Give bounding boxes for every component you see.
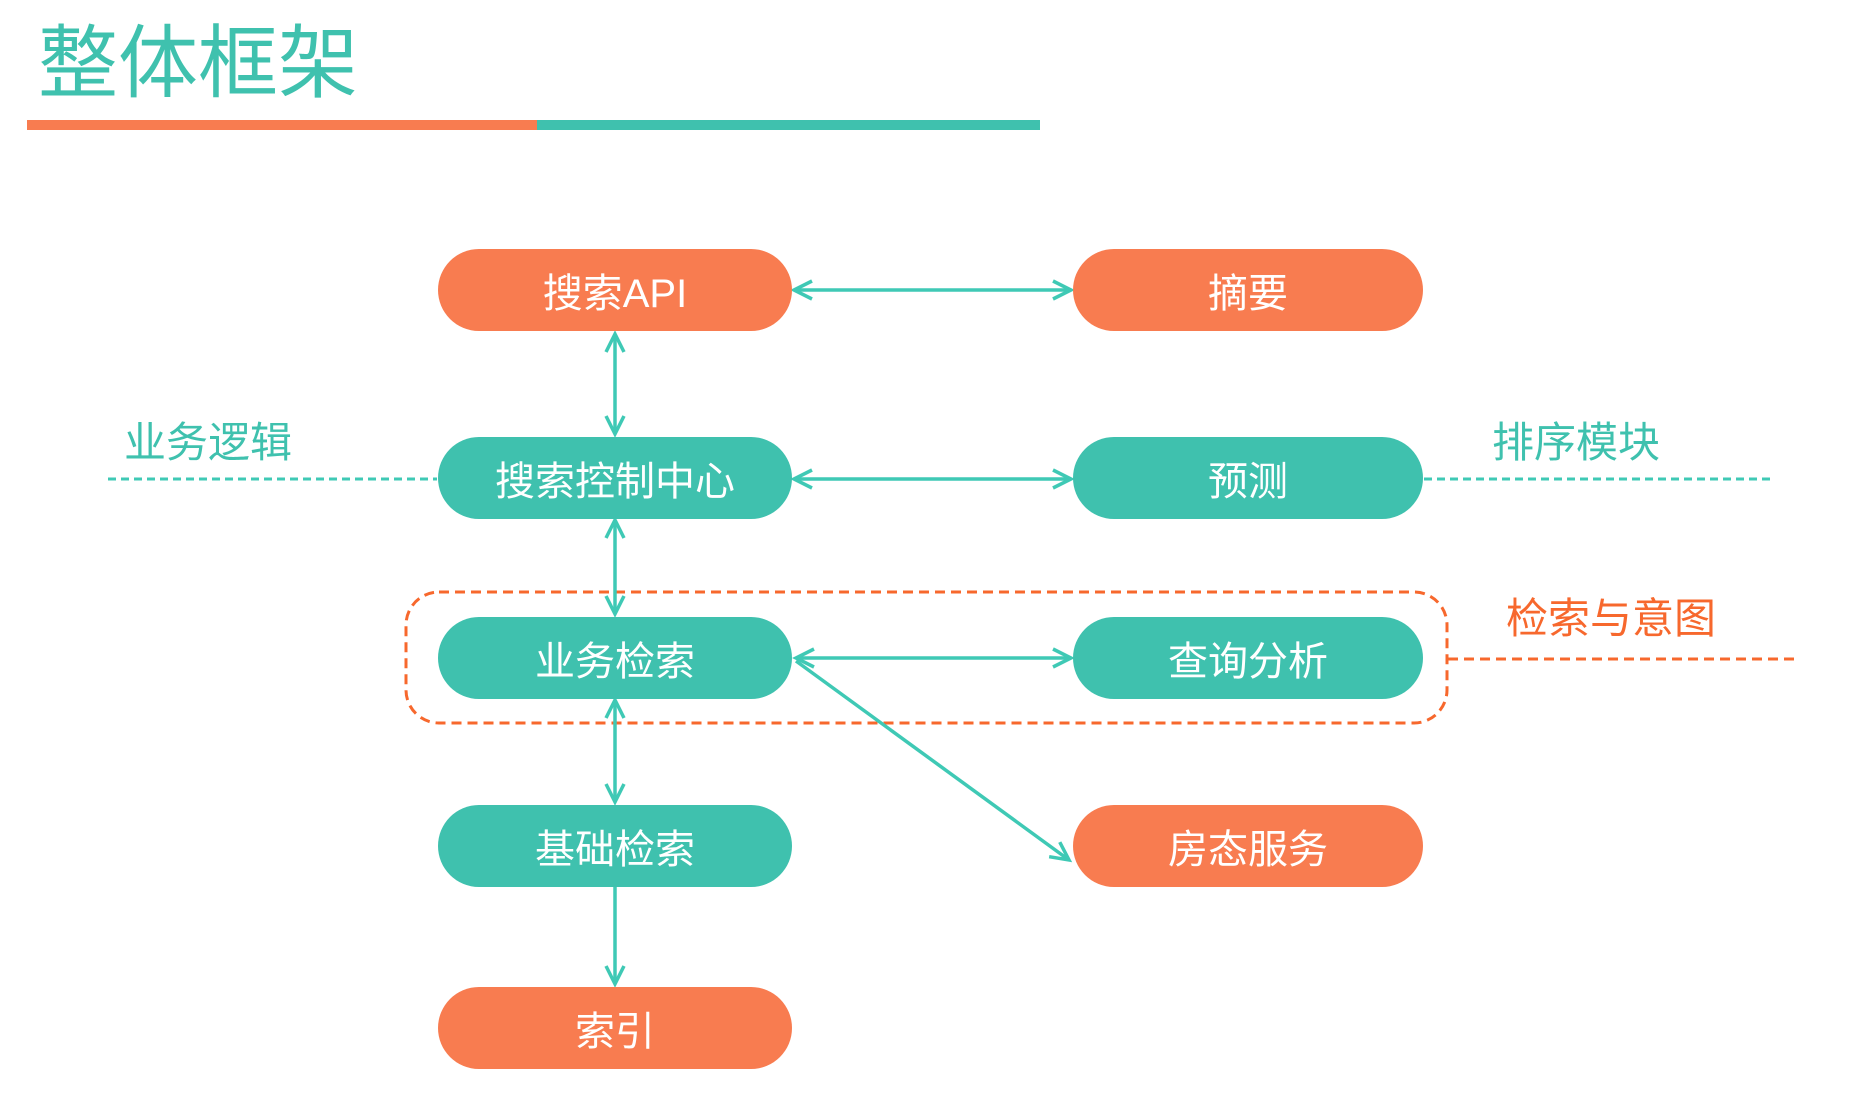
node-summary: 摘要 bbox=[1073, 249, 1423, 331]
node-summary-label: 摘要 bbox=[1208, 272, 1288, 316]
node-search-api-label: 搜索API bbox=[542, 272, 688, 316]
label-retrieval-and-intent: 检索与意图 bbox=[1506, 595, 1717, 642]
node-basic-retrieval: 基础检索 bbox=[438, 805, 792, 887]
retrieval-intent-group-box bbox=[404, 590, 1449, 725]
title-underline-orange bbox=[27, 120, 537, 130]
node-query-analysis-label: 查询分析 bbox=[1168, 640, 1328, 684]
node-business-retrieval: 业务检索 bbox=[438, 617, 792, 699]
node-index-label: 索引 bbox=[575, 1010, 655, 1054]
arrow-business-retrieval-room-status bbox=[794, 659, 1073, 863]
node-room-status-service-label: 房态服务 bbox=[1168, 828, 1328, 872]
node-room-status-service: 房态服务 bbox=[1073, 805, 1423, 887]
title-underline-teal bbox=[537, 120, 1040, 130]
label-ranking-module: 排序模块 bbox=[1492, 419, 1661, 466]
node-index: 索引 bbox=[438, 987, 792, 1069]
node-search-control-center-label: 搜索控制中心 bbox=[495, 460, 735, 504]
label-business-logic: 业务逻辑 bbox=[124, 419, 293, 466]
node-prediction-label: 预测 bbox=[1208, 460, 1288, 504]
node-prediction: 预测 bbox=[1073, 437, 1423, 519]
node-basic-retrieval-label: 基础检索 bbox=[535, 828, 695, 872]
node-business-retrieval-label: 业务检索 bbox=[535, 640, 695, 684]
node-search-control-center: 搜索控制中心 bbox=[438, 437, 792, 519]
page-title: 整体框架 bbox=[38, 19, 358, 108]
node-search-api: 搜索API bbox=[438, 249, 792, 331]
node-query-analysis: 查询分析 bbox=[1073, 617, 1423, 699]
